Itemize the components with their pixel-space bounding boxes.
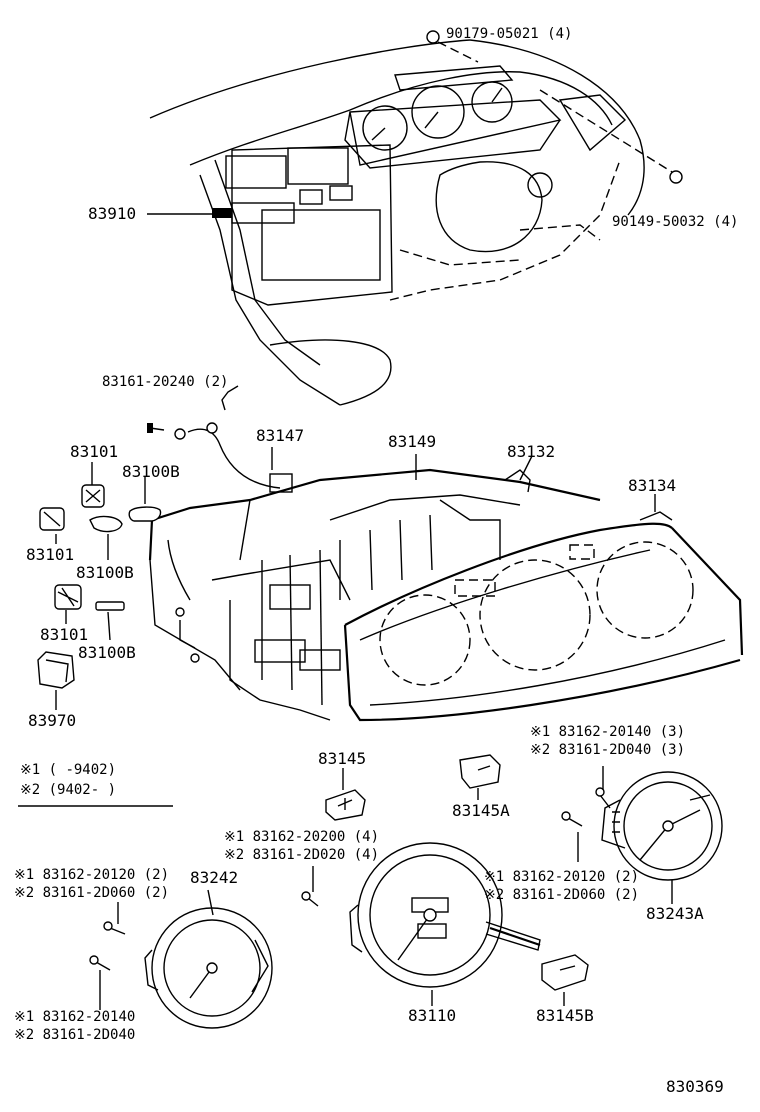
label-s2-83161-2D060-2-left: ※2 83161-2D060 (2): [14, 885, 170, 901]
label-83147: 83147: [256, 426, 305, 445]
label-83145A: 83145A: [452, 801, 510, 820]
label-s2-83161-2D040: ※2 83161-2D040: [14, 1027, 136, 1043]
gauge-83243A: [601, 771, 723, 881]
label-83101-top: 83101: [70, 442, 119, 461]
label-83134: 83134: [628, 476, 677, 495]
diagram-code: 830369: [666, 1077, 724, 1096]
label-83132: 83132: [507, 442, 556, 461]
cluster-housing-drawing: [147, 422, 744, 722]
label-83110: 83110: [408, 1006, 457, 1025]
gauge-83242: [144, 907, 273, 1029]
leader-lines: [55, 213, 673, 1010]
label-s2-83161-2D060-2-right: ※2 83161-2D060 (2): [484, 887, 640, 903]
small-parts-drawing: [325, 754, 589, 991]
label-83910: 83910: [88, 204, 137, 223]
legend-row-1: ※1 ( -9402): [20, 762, 117, 778]
label-s1-83162-20120-2-right: ※1 83162-20120 (2): [484, 869, 640, 885]
label-s1-83162-20140-3: ※1 83162-20140 (3): [530, 724, 686, 740]
label-83149: 83149: [388, 432, 437, 451]
label-83243A: 83243A: [646, 904, 704, 923]
label-83100B-top: 83100B: [122, 462, 180, 481]
label-90149-50032: 90149-50032 (4): [612, 214, 739, 230]
dashboard-drawing: [149, 30, 683, 406]
label-s1-83162-20200-4: ※1 83162-20200 (4): [224, 829, 380, 845]
screws-drawing: [89, 787, 611, 971]
label-83161-20240: 83161-20240 (2): [102, 374, 229, 390]
label-s2-83161-2D040-3: ※2 83161-2D040 (3): [530, 742, 686, 758]
label-s2-83161-2D020-4: ※2 83161-2D020 (4): [224, 847, 380, 863]
label-83145: 83145: [318, 749, 367, 768]
legend-row-2: ※2 (9402- ): [20, 782, 117, 798]
label-s1-83162-20120-2-left: ※1 83162-20120 (2): [14, 867, 170, 883]
label-s1-83162-20140: ※1 83162-20140: [14, 1009, 136, 1025]
label-90179-05021: 90179-05021 (4): [446, 26, 573, 42]
label-83970: 83970: [28, 711, 77, 730]
label-83100B-middle: 83100B: [76, 563, 134, 582]
label-83101-lower: 83101: [40, 625, 89, 644]
label-83101-middle: 83101: [26, 545, 75, 564]
label-83100B-lower: 83100B: [78, 643, 136, 662]
label-83242: 83242: [190, 868, 239, 887]
bulbs-sockets-drawing: [37, 484, 162, 689]
gauge-83110: [349, 842, 541, 988]
label-83145B: 83145B: [536, 1006, 594, 1025]
